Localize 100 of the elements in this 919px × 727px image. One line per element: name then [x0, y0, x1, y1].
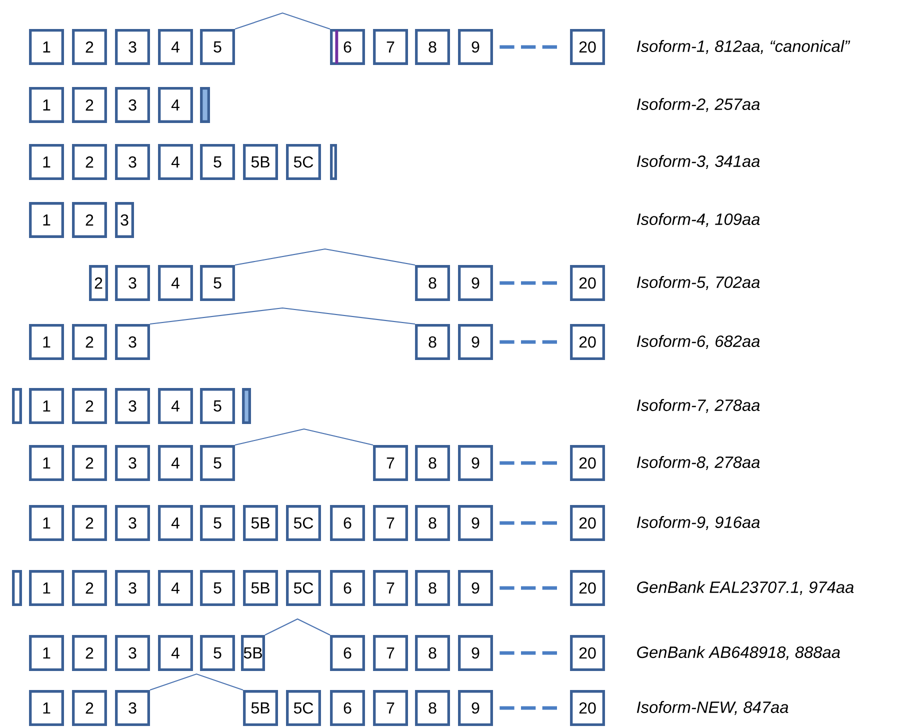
exon-box: 5 — [200, 29, 235, 65]
exon-box: 2 — [89, 265, 108, 301]
exon-box: 9 — [458, 505, 493, 541]
exon-box: 20 — [570, 570, 605, 606]
exon-box: 6 — [330, 690, 365, 726]
exon-box: 3 — [115, 690, 150, 726]
exon-box: 2 — [72, 635, 107, 671]
exon-box: 8 — [415, 570, 450, 606]
exon-box: 1 — [29, 445, 64, 481]
exon-box: 8 — [415, 505, 450, 541]
exon-box: 20 — [570, 324, 605, 360]
exon-box: 4 — [158, 265, 193, 301]
exon-box: 8 — [415, 324, 450, 360]
exon-box: 4 — [158, 570, 193, 606]
exon-box: 1 — [29, 635, 64, 671]
exon-box: 8 — [415, 445, 450, 481]
exon-box — [200, 87, 210, 123]
exon-box: 9 — [458, 570, 493, 606]
isoform-label: Isoform-7, 278aa — [636, 399, 760, 413]
exon-box: 4 — [158, 87, 193, 123]
exon-box: 2 — [72, 690, 107, 726]
exon-box: 5B — [243, 690, 278, 726]
exon-box: 5C — [286, 505, 321, 541]
exon-box: 9 — [458, 29, 493, 65]
exon-box: 7 — [373, 570, 408, 606]
exon-box: 1 — [29, 87, 64, 123]
splice-line — [264, 618, 330, 636]
splice-line — [150, 307, 416, 325]
exon-box: 5B — [243, 144, 278, 180]
exon-box: 4 — [158, 29, 193, 65]
exon-box: 8 — [415, 29, 450, 65]
exon-box: 3 — [115, 388, 150, 424]
exon-box: 2 — [72, 144, 107, 180]
exon-box: 1 — [29, 690, 64, 726]
exon-box: 3 — [115, 144, 150, 180]
exon-box: 4 — [158, 635, 193, 671]
exon-box: 6 — [330, 29, 365, 65]
exon-box — [242, 388, 251, 424]
exon-box: 3 — [115, 635, 150, 671]
exon-box: 3 — [115, 445, 150, 481]
splice-line — [150, 673, 244, 691]
exon-box: 4 — [158, 144, 193, 180]
exon-box: 7 — [373, 29, 408, 65]
exon-box: 7 — [373, 635, 408, 671]
exon-box: 2 — [72, 445, 107, 481]
exon-box: 1 — [29, 324, 64, 360]
exon-box: 4 — [158, 505, 193, 541]
isoform-label: Isoform-5, 702aa — [636, 276, 760, 290]
exon-box: 5B — [243, 505, 278, 541]
exon-box: 20 — [570, 505, 605, 541]
exon-box — [12, 388, 22, 424]
exon-box: 8 — [415, 690, 450, 726]
exon-box: 5C — [286, 690, 321, 726]
exon-box: 20 — [570, 29, 605, 65]
isoform-label: Isoform-2, 257aa — [636, 98, 760, 112]
exon-box: 2 — [72, 570, 107, 606]
exon-box: 2 — [72, 87, 107, 123]
exon-box: 5B — [241, 635, 265, 671]
exon-box: 5C — [286, 570, 321, 606]
exon-box: 1 — [29, 144, 64, 180]
splice-line — [234, 248, 416, 266]
exon-box: 8 — [415, 635, 450, 671]
exon-box: 1 — [29, 202, 64, 238]
isoform-label: Isoform-9, 916aa — [636, 516, 760, 530]
exon-box: 4 — [158, 388, 193, 424]
exon-box: 6 — [330, 505, 365, 541]
exon-box: 5C — [286, 144, 321, 180]
exon-box: 5 — [200, 265, 235, 301]
exon-box: 2 — [72, 29, 107, 65]
exon-box: 6 — [330, 635, 365, 671]
exon-box: 9 — [458, 324, 493, 360]
exon-box: 2 — [72, 505, 107, 541]
exon-box: 2 — [72, 388, 107, 424]
exon-box: 2 — [72, 202, 107, 238]
isoform-label: Isoform-3, 341aa — [636, 155, 760, 169]
exon-box: 9 — [458, 265, 493, 301]
splice-line — [234, 12, 330, 30]
isoform-label: GenBank AB648918, 888aa — [637, 646, 840, 660]
exon-box: 3 — [115, 570, 150, 606]
exon-box: 3 — [115, 265, 150, 301]
exon-box: 2 — [72, 324, 107, 360]
exon-box: 7 — [373, 445, 408, 481]
exon-box: 5 — [200, 570, 235, 606]
exon-box: 9 — [458, 445, 493, 481]
exon-box: 3 — [115, 324, 150, 360]
exon-box: 6 — [330, 570, 365, 606]
isoform-label: Isoform-4, 109aa — [636, 213, 760, 227]
exon-box: 3 — [115, 87, 150, 123]
isoform-label: GenBank EAL23707.1, 974aa — [637, 581, 854, 595]
exon-box: 9 — [458, 635, 493, 671]
exon-box: 3 — [115, 202, 134, 238]
exon-box: 3 — [115, 505, 150, 541]
exon-box: 20 — [570, 635, 605, 671]
exon-box: 9 — [458, 690, 493, 726]
splice-line — [234, 428, 374, 446]
exon-box: 5 — [200, 635, 235, 671]
exon-box — [330, 144, 337, 180]
exon-box: 7 — [373, 690, 408, 726]
exon-box: 8 — [415, 265, 450, 301]
exon-box: 1 — [29, 505, 64, 541]
